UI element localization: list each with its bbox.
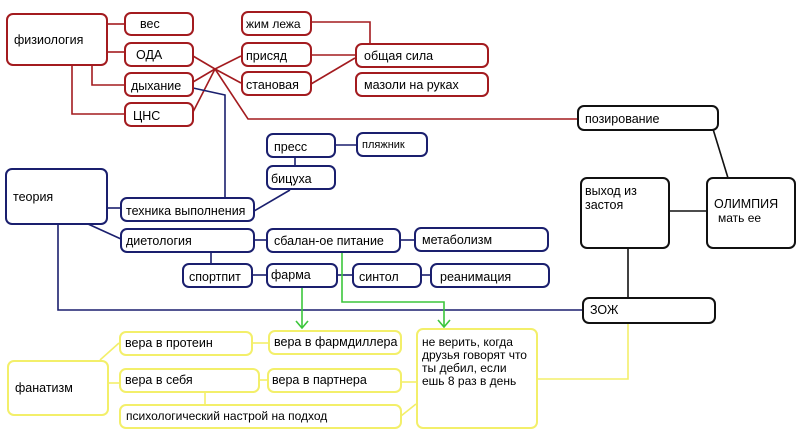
connector-fiziologiya-dyhanie [91, 66, 124, 86]
green-arrows [295, 252, 451, 330]
node-olimpiya[interactable]: ОЛИМПИЯ мать ее [706, 177, 796, 249]
node-label: синтол [359, 270, 399, 284]
connector-oda-hub [192, 55, 216, 70]
node-fanatizm[interactable]: фанатизм [7, 360, 109, 416]
connector-pozirovanie-olimpiya [712, 128, 729, 179]
node-zhim-lezha[interactable]: жим лежа [241, 11, 312, 36]
node-dietologiya[interactable]: диетология [120, 228, 255, 253]
node-label: выход из застоя [585, 184, 637, 212]
node-label: жим лежа [246, 17, 301, 31]
node-vera-farmdiler[interactable]: вера в фармдиллера [268, 330, 402, 355]
connector-tehnika-bicuha [253, 189, 291, 212]
node-label: общая сила [364, 49, 434, 63]
connector-hub-stanovaya [214, 68, 242, 84]
node-label: вес [140, 17, 160, 31]
physiology-connectors [71, 21, 578, 120]
node-label: психологический настрой на подход [126, 409, 328, 423]
node-psiho-nastroi[interactable]: психологический настрой на подход [119, 404, 402, 429]
node-ves[interactable]: вес [124, 12, 194, 36]
node-label: теория [13, 189, 54, 204]
node-label: фарма [271, 268, 311, 282]
node-label: техника выполнения [126, 204, 246, 218]
connector-zhim-obshaya [311, 21, 371, 43]
node-sintol[interactable]: синтол [352, 263, 422, 288]
node-label: вера в партнера [272, 373, 367, 387]
node-pozirovanie[interactable]: позирование [577, 105, 719, 131]
theory-connectors [57, 87, 582, 311]
node-label: вера в себя [125, 373, 193, 387]
node-prisyad[interactable]: присяд [241, 42, 312, 67]
node-plyazhnik[interactable]: пляжник [356, 132, 428, 157]
node-sportpit[interactable]: спортпит [182, 263, 253, 288]
node-mozoli[interactable]: мазоли на руках [355, 72, 489, 97]
node-label: мазоли на руках [364, 78, 459, 92]
node-zozh[interactable]: ЗОЖ [582, 297, 716, 324]
connector-stanovaya-obshaya [310, 57, 356, 85]
arrow-sbalan-ne-verit [341, 252, 445, 327]
connector-psiho-ne-verit [400, 403, 417, 417]
node-label: вера в фармдиллера [274, 335, 398, 349]
node-vyhod-iz-zastoya[interactable]: выход из застоя [580, 177, 670, 249]
node-label: ЦНС [133, 109, 161, 123]
node-label: становая [246, 78, 299, 92]
node-fiziologiya[interactable]: физиология [6, 13, 108, 66]
node-stanovaya[interactable]: становая [241, 71, 312, 96]
node-label: физиология [14, 32, 84, 47]
node-label: пляжник [362, 139, 405, 151]
node-label: не верить, когда друзья говорят что ты д… [422, 335, 527, 388]
connector-hub-prisyad [214, 55, 242, 70]
node-sbalan-pitanie[interactable]: сбалан-ое питание [266, 228, 401, 253]
node-label: пресс [274, 140, 308, 154]
fanaticism-connectors [99, 323, 629, 417]
node-label: метаболизм [422, 233, 493, 247]
node-obshaya-sila[interactable]: общая сила [355, 43, 489, 68]
node-label: ЗОЖ [590, 303, 619, 317]
connector-fanatizm-protein [99, 342, 120, 361]
connector-zozh-ne-verit [537, 323, 629, 380]
node-label: спортпит [189, 270, 241, 284]
node-teoriya[interactable]: теория [5, 168, 108, 225]
node-label: дыхание [131, 79, 182, 93]
node-label: ОДА [136, 48, 163, 62]
node-bicuha[interactable]: бицуха [266, 165, 336, 190]
node-metabolizm[interactable]: метаболизм [414, 227, 549, 252]
node-subtitle: мать ее [718, 211, 762, 225]
node-dyhanie[interactable]: дыхание [124, 72, 194, 97]
connector-teoriya-zozh [57, 224, 582, 311]
node-farma[interactable]: фарма [266, 263, 338, 288]
node-label: позирование [585, 112, 660, 126]
connector-fiziologiya-cns [71, 66, 124, 115]
node-label: вера в протеин [125, 336, 213, 350]
node-label: присяд [246, 49, 288, 63]
connector-dyhanie-hub [192, 68, 216, 83]
node-label: реанимация [440, 270, 512, 284]
connector-teoriya-dietologiya [87, 223, 122, 240]
node-label: бицуха [271, 172, 312, 186]
olympia-connectors [627, 128, 729, 297]
node-oda[interactable]: ОДА [124, 42, 194, 67]
node-tehnika[interactable]: техника выполнения [120, 197, 255, 222]
arrowhead-ne-verit [437, 319, 451, 329]
node-label: фанатизм [15, 381, 73, 395]
node-title: ОЛИМПИЯ [714, 197, 779, 211]
node-label: диетология [126, 234, 192, 248]
node-press[interactable]: пресс [266, 133, 336, 158]
connector-hub-pozirovanie [214, 68, 578, 120]
node-reanimaciya[interactable]: реанимация [430, 263, 550, 288]
node-ne-verit[interactable]: не верить, когда друзья говорят что ты д… [416, 328, 538, 429]
connector-dyhanie-tehnika [192, 87, 226, 197]
node-label: сбалан-ое питание [274, 234, 384, 248]
node-vera-protein[interactable]: вера в протеин [119, 331, 253, 356]
node-cns[interactable]: ЦНС [124, 102, 194, 127]
node-vera-partner[interactable]: вера в партнера [267, 368, 402, 393]
node-vera-sebya[interactable]: вера в себя [119, 368, 260, 393]
arrowhead-vera-farmdiler [295, 320, 309, 330]
